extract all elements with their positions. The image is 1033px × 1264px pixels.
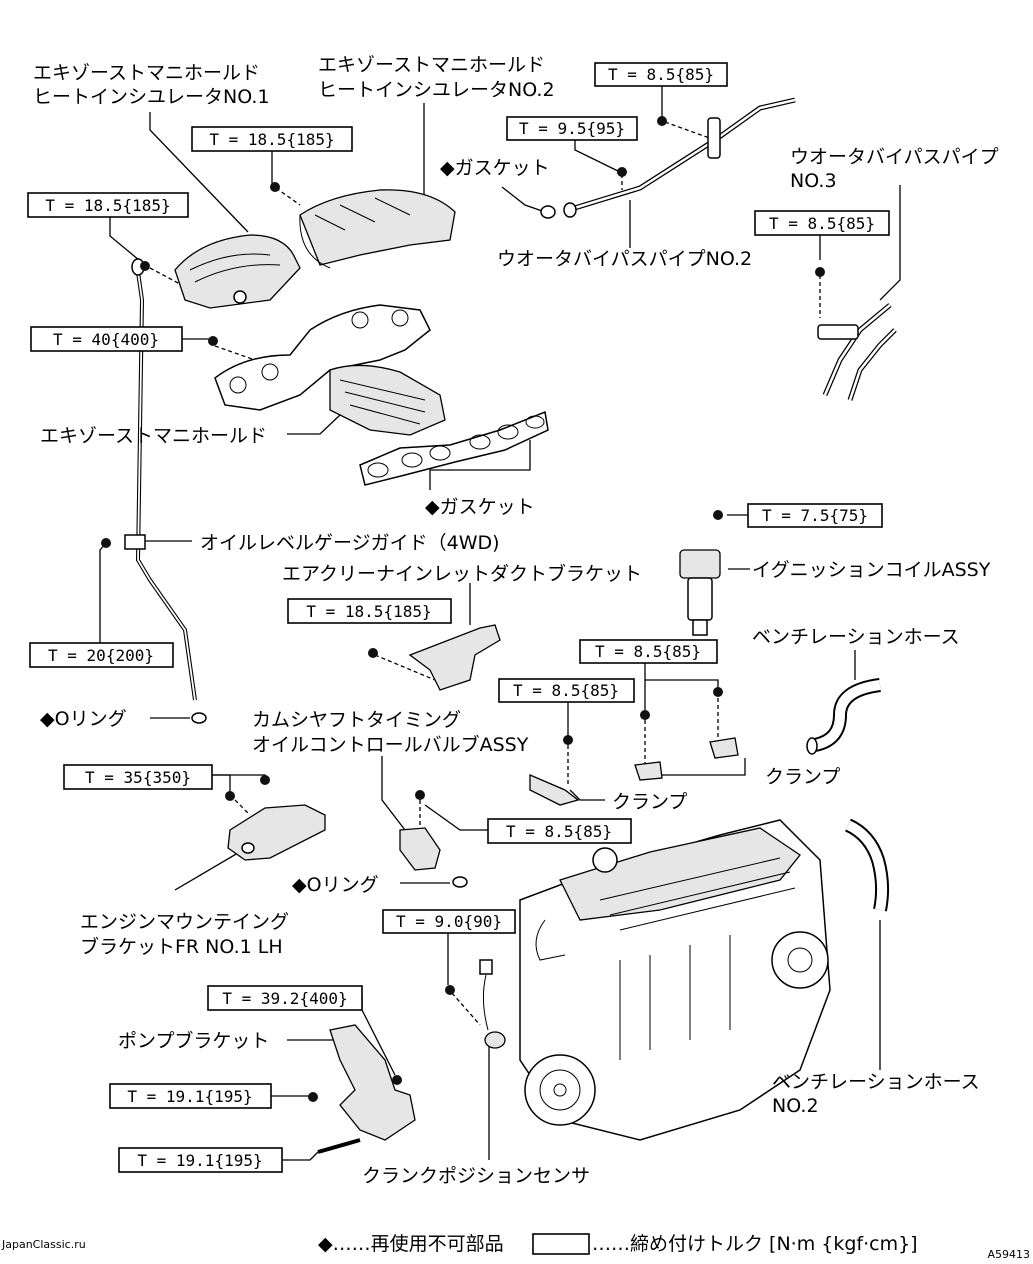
torque-pump-mid: T = 19.1{195}: [127, 1087, 252, 1106]
torque-exhaust-manifold: T = 40{400}: [53, 330, 159, 349]
label-heat-insulator-1-line2: ヒートインシユレータNO.1: [33, 86, 270, 108]
label-cam-ocv-line2: オイルコントロールバルブASSY: [252, 733, 529, 756]
torque-crank-sensor: T = 9.0{90}: [396, 912, 502, 931]
label-ventilation-hose: ベンチレーションホース: [752, 626, 960, 648]
torque-bypass-3: T = 8.5{85}: [769, 214, 875, 233]
torque-ignition-coil: T = 7.5{75}: [762, 506, 868, 525]
watermark: JapanClassic.ru: [1, 1238, 86, 1251]
label-clamp-1: クランプ: [765, 766, 840, 788]
torque-ocv: T = 8.5{85}: [506, 822, 612, 841]
heat-insulator-no1: [174, 234, 301, 309]
heat-insulator-no2: [299, 189, 456, 269]
torque-heat-insulator-2: T = 18.5{185}: [209, 130, 334, 149]
label-water-bypass-3-line2: NO.3: [790, 170, 837, 192]
pump-bracket: [317, 1024, 416, 1154]
torque-bypass-2: T = 9.5{95}: [519, 119, 625, 138]
exhaust-manifold: [214, 304, 446, 436]
label-air-duct-bracket: エアクリーナインレットダクトブラケット: [282, 562, 642, 585]
ventilation-hose-no2: [844, 818, 890, 912]
cam-ocv: [399, 827, 468, 888]
label-heat-insulator-2-line2: ヒートインシユレータNO.2: [318, 79, 555, 101]
legend-torque-box: [532, 1233, 590, 1255]
label-ignition-coil: イグニッションコイルASSY: [752, 559, 991, 581]
ventilation-hose: [806, 678, 882, 755]
exhaust-gasket: [359, 410, 549, 486]
label-gasket-mid: ◆ガスケット: [425, 496, 535, 518]
legend-torque-spec: ……締め付けトルク [N·m {kgf·cm}]: [592, 1233, 918, 1255]
water-bypass-pipe-no3: [817, 303, 897, 401]
bolts: [101, 116, 825, 1102]
torque-bypass-top: T = 8.5{85}: [608, 65, 714, 84]
label-heat-insulator-2-line1: エキゾーストマニホールド: [318, 54, 545, 76]
torque-heat-insulator-1: T = 18.5{185}: [45, 196, 170, 215]
torque-engine-mount: T = 35{350}: [85, 768, 191, 787]
torque-clamp-b: T = 8.5{85}: [513, 681, 619, 700]
oil-gauge-guide: [124, 258, 207, 724]
label-vent-hose-2-line1: ベンチレーションホース: [772, 1071, 980, 1093]
torque-pump-bottom: T = 19.1{195}: [137, 1151, 262, 1170]
label-oil-level-guide: オイルレベルゲージガイド（4WD): [200, 532, 500, 554]
engine-mounting-bracket: [227, 804, 326, 861]
figure-code: A59413: [987, 1248, 1030, 1261]
part-labels: エキゾーストマニホールド ヒートインシユレータNO.1 エキゾーストマニホールド…: [33, 54, 999, 1187]
label-clamp-2: クランプ: [612, 791, 687, 813]
label-vent-hose-2-line2: NO.2: [772, 1095, 819, 1117]
leader-lines: [99, 85, 901, 1161]
label-engine-mount-line1: エンジンマウンテイング: [80, 911, 289, 933]
label-exhaust-manifold: エキゾーストマニホールド: [40, 425, 267, 447]
label-pump-bracket: ポンプブラケット: [118, 1029, 269, 1052]
air-duct-bracket: [408, 624, 501, 691]
legend: ◆……再使用不可部品 ……締め付けトルク [N·m {kgf·cm}]: [318, 1233, 918, 1255]
ignition-coil: [679, 549, 721, 636]
torque-boxes: T = 18.5{185} T = 18.5{185} T = 8.5{85} …: [27, 62, 890, 1173]
torque-clamp-a: T = 8.5{85}: [595, 642, 701, 661]
label-crank-sensor: クランクポジションセンサ: [362, 1165, 590, 1187]
water-bypass-pipe-no2: [540, 97, 796, 219]
label-water-bypass-3-line1: ウオータバイパスパイプ: [790, 146, 999, 168]
legend-non-reusable: ◆……再使用不可部品: [318, 1233, 504, 1255]
engine-block: [519, 819, 831, 1141]
label-o-ring-2: ◆Oリング: [292, 874, 379, 896]
torque-air-duct-bracket: T = 18.5{185}: [306, 602, 431, 621]
label-engine-mount-line2: ブラケットFR NO.1 LH: [80, 935, 283, 958]
torque-pump-top: T = 39.2{400}: [222, 989, 347, 1008]
parts: [124, 97, 897, 1154]
label-o-ring-1: ◆Oリング: [40, 708, 127, 730]
label-cam-ocv-line1: カムシヤフトタイミング: [252, 709, 461, 731]
crank-sensor: [479, 959, 506, 1049]
label-water-bypass-2: ウオータバイパスパイプNO.2: [497, 248, 752, 270]
label-heat-insulator-1-line1: エキゾーストマニホールド: [33, 62, 260, 84]
label-gasket-top: ◆ガスケット: [440, 157, 550, 179]
clamps: [529, 737, 739, 806]
torque-oil-guide: T = 20{200}: [48, 646, 154, 665]
